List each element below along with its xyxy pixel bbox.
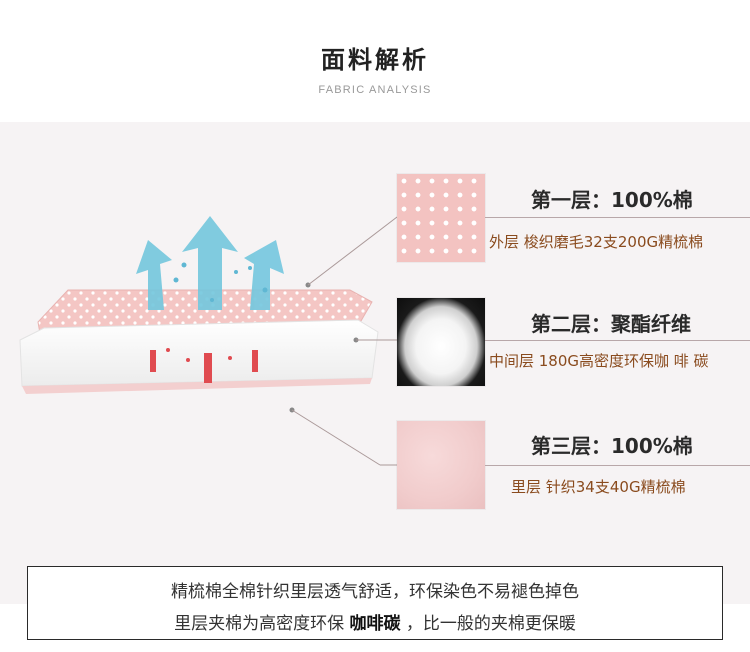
- breathable-arrows: [136, 216, 284, 310]
- layer-1-divider: [485, 217, 750, 218]
- note-line-2-pre: 里层夹棉为高密度环保: [174, 614, 350, 634]
- outer-layer-swatch: [397, 174, 485, 262]
- layer-1-desc: 外层 梭织磨毛32支200G精梳棉: [489, 233, 704, 251]
- middle-layer-swatch: [397, 298, 485, 386]
- inner-layer-shape: [22, 378, 372, 394]
- note-line-2: 里层夹棉为高密度环保 咖啡碳 ，比一般的夹棉更保暖: [28, 609, 722, 634]
- layer-2-divider: [485, 340, 750, 341]
- note-line-2-bold: 咖啡碳: [349, 614, 401, 634]
- note-line-2-post: ，比一般的夹棉更保暖: [400, 614, 576, 634]
- layer-3-divider: [485, 465, 750, 466]
- layer-2-title: 第二层：聚酯纤维: [531, 312, 691, 336]
- layer-3-title: 第三层：100%棉: [531, 434, 693, 458]
- page-subtitle: FABRIC ANALYSIS: [318, 84, 432, 96]
- page-title: 面料解析: [321, 46, 429, 74]
- note-box: 精梳棉全棉针织里层透气舒适，环保染色不易褪色掉色 里层夹棉为高密度环保 咖啡碳 …: [27, 566, 723, 640]
- fabric-illustration: [19, 216, 379, 394]
- inner-layer-swatch: [397, 421, 485, 509]
- note-line-1: 精梳棉全棉针织里层透气舒适，环保染色不易褪色掉色: [171, 582, 579, 602]
- layer-1-title: 第一层：100%棉: [531, 188, 693, 212]
- header: 面料解析 FABRIC ANALYSIS: [0, 0, 750, 122]
- layer-3-desc: 里层 针织34支40G精梳棉: [511, 478, 686, 496]
- layer-2-desc: 中间层 180G高密度环保咖 啡 碳: [489, 352, 709, 370]
